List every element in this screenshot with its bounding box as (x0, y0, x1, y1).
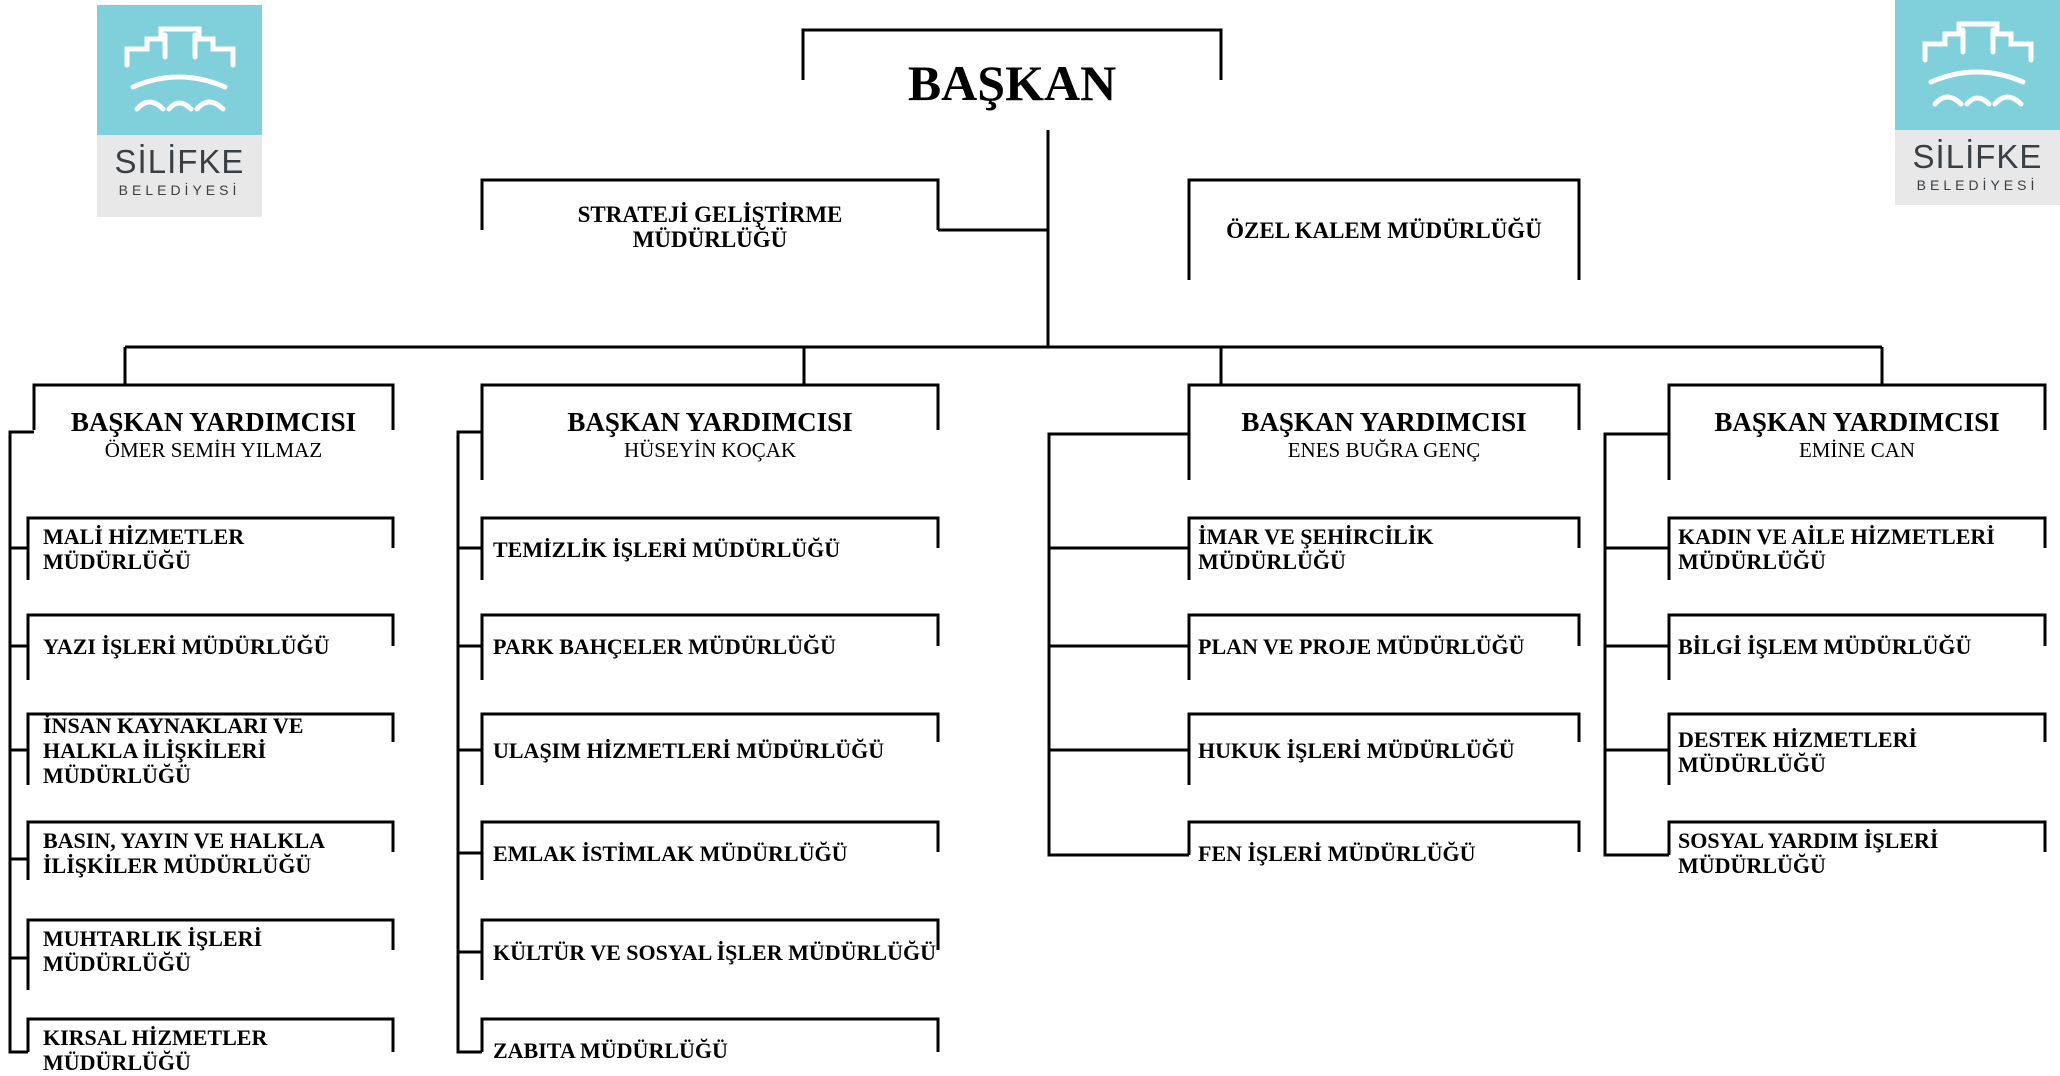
vp-name: ENES BUĞRA GENÇ (1287, 438, 1481, 462)
vp-name: HÜSEYİN KOÇAK (623, 438, 797, 462)
unit-label: PARK BAHÇELER MÜDÜRLÜĞÜ (493, 634, 837, 659)
unit-label: MALİ HİZMETLER MÜDÜRLÜĞÜ (43, 524, 245, 574)
unit-label: KIRSAL HİZMETLER MÜDÜRLÜĞÜ (43, 1025, 268, 1075)
unit-label: YAZI İŞLERİ MÜDÜRLÜĞÜ (43, 634, 330, 659)
unit-label: PLAN VE PROJE MÜDÜRLÜĞÜ (1198, 634, 1525, 659)
unit-label: FEN İŞLERİ MÜDÜRLÜĞÜ (1198, 841, 1476, 866)
unit-label: HUKUK İŞLERİ MÜDÜRLÜĞÜ (1198, 738, 1515, 763)
unit-label: İMAR VE ŞEHİRCİLİK MÜDÜRLÜĞÜ (1198, 524, 1434, 574)
silifke-logo-right: SİLİFKE BELEDİYESİ (1895, 0, 2060, 205)
strateji-gelistirme-label: STRATEJİ GELİŞTİRME MÜDÜRLÜĞÜ (577, 202, 843, 252)
vp-title: BAŞKAN YARDIMCISI (70, 407, 357, 437)
logo-subtitle: BELEDİYESİ (1916, 177, 2039, 193)
unit-label: DESTEK HİZMETLERİ MÜDÜRLÜĞÜ (1678, 727, 1918, 777)
vp-title: BAŞKAN YARDIMCISI (567, 407, 853, 437)
baskan-title: BAŞKAN (907, 55, 1117, 111)
castle-arch-icon (124, 26, 236, 112)
unit-label: İNSAN KAYNAKLARI VE HALKLA İLİŞKİLERİ MÜ… (43, 713, 304, 788)
unit-label: KADIN VE AİLE HİZMETLERİ MÜDÜRLÜĞÜ (1678, 524, 1995, 574)
vp-name: ÖMER SEMİH YILMAZ (104, 438, 323, 462)
logo-emblem (1895, 0, 2060, 130)
unit-label: ZABITA MÜDÜRLÜĞÜ (493, 1038, 728, 1063)
unit-label: MUHTARLIK İŞLERİ MÜDÜRLÜĞÜ (43, 926, 263, 976)
unit-label: SOSYAL YARDIM İŞLERİ MÜDÜRLÜĞÜ (1678, 828, 1939, 878)
unit-label: KÜLTÜR VE SOSYAL İŞLER MÜDÜRLÜĞÜ (493, 940, 936, 965)
unit-label: TEMİZLİK İŞLERİ MÜDÜRLÜĞÜ (493, 537, 841, 562)
vp-title: BAŞKAN YARDIMCISI (1241, 407, 1527, 437)
unit-label: BİLGİ İŞLEM MÜDÜRLÜĞÜ (1678, 634, 1972, 659)
logo-emblem (97, 5, 262, 135)
logo-subtitle: BELEDİYESİ (118, 182, 241, 198)
logo-name: SİLİFKE (1912, 138, 2043, 175)
ozel-kalem-label: ÖZEL KALEM MÜDÜRLÜĞÜ (1226, 218, 1542, 243)
logo-name: SİLİFKE (114, 143, 245, 180)
silifke-logo-left: SİLİFKE BELEDİYESİ (97, 5, 262, 217)
unit-label: ULAŞIM HİZMETLERİ MÜDÜRLÜĞÜ (493, 738, 885, 763)
castle-arch-icon (1922, 21, 2034, 107)
unit-label: BASIN, YAYIN VE HALKLA İLİŞKİLER MÜDÜRLÜ… (43, 828, 326, 878)
unit-label: EMLAK İSTİMLAK MÜDÜRLÜĞÜ (493, 841, 848, 866)
vp-title: BAŞKAN YARDIMCISI (1714, 407, 2000, 437)
vp-name: EMİNE CAN (1798, 438, 1916, 462)
